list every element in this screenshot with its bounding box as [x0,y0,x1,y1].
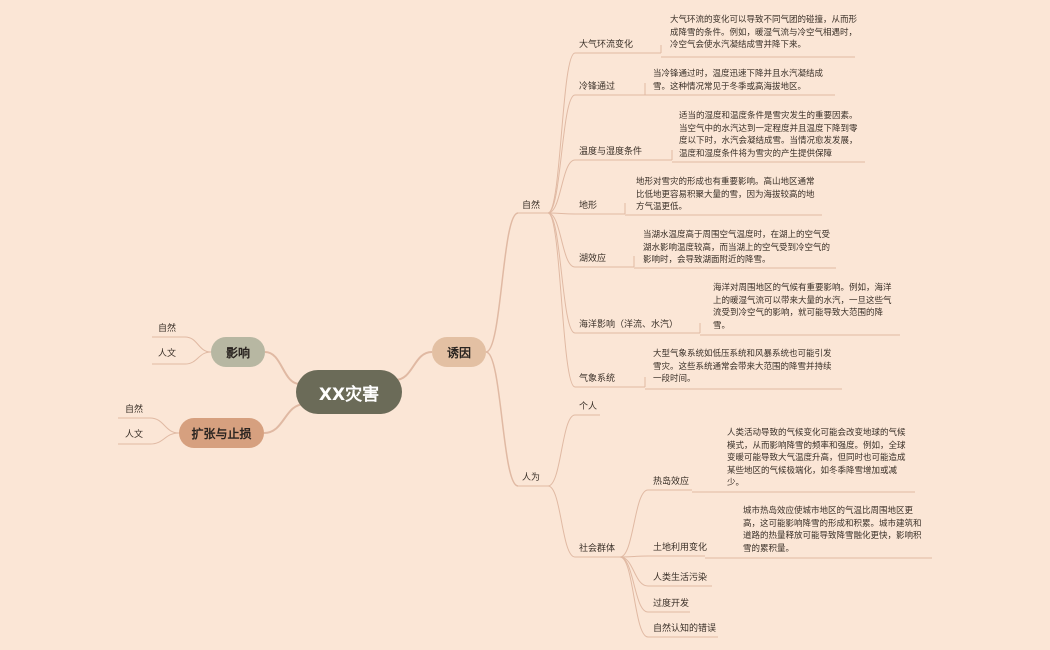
nature-desc-temperature-humidity: 适当的湿度和温度条件是雪灾发生的重要因素。当空气中的水汽达到一定程度并且温度下降… [679,111,858,159]
link-impact-nature [184,336,212,353]
link-human-individual [547,414,576,487]
link-nature-ocean-influence [547,212,576,334]
link-expand-nature [149,417,180,434]
nature-item-cold-front[interactable]: 冷锋通过 [579,82,616,92]
society-item-land-use[interactable]: 土地利用变化 [653,543,708,553]
nature-desc-terrain: 地形对雪灾的形成也有重要影响。高山地区通常比低地更容易积聚大量的雪，因为海拔较高… [636,177,815,213]
link-nature-temperature-humidity [547,159,576,214]
link-center-impact [264,351,301,385]
branch-impact[interactable]: 影响 [211,337,265,367]
link-cause-human [485,351,519,487]
cause-nature[interactable]: 自然 [522,201,541,211]
society-item-over-development[interactable]: 过度开发 [653,599,690,609]
link-human-society [547,485,576,558]
link-society-misconception [619,556,649,638]
link-society-land-use [619,555,649,558]
link-nature-weather-system [547,212,576,388]
link-expand-humanities [149,432,180,445]
human-society[interactable]: 社会群体 [579,544,616,554]
link-nature-atmospheric-circulation [547,52,576,214]
expand-child-nature[interactable]: 自然 [125,405,144,415]
nature-desc-cold-front: 当冷锋通过时，温度迅速下降并且水汽凝结成雪。这种情况常见于冬季或高海拔地区。 [653,69,824,92]
link-nature-terrain [547,212,576,215]
impact-child-nature[interactable]: 自然 [158,324,177,334]
nature-desc-lake-effect: 当湖水温度高于周围空气温度时，在湖上的空气受湖水影响温度较高，而当湖上的空气受到… [643,230,831,266]
impact-child-humanities[interactable]: 人文 [158,349,177,359]
nature-desc-ocean-influence: 海洋对周围地区的气候有重要影响。例如，海洋上的暖湿气流可以带来大量的水汽，一旦这… [713,283,892,331]
nature-item-lake-effect[interactable]: 湖效应 [579,254,607,264]
branch-expand-and-stop-loss[interactable]: 扩张与止损 [179,418,264,448]
branch-cause[interactable]: 诱因 [432,337,486,367]
expand-child-humanities[interactable]: 人文 [125,430,144,440]
cause-human[interactable]: 人为 [522,473,541,483]
nature-item-temperature-humidity[interactable]: 温度与湿度条件 [579,147,643,157]
society-item-pollution[interactable]: 人类生活污染 [653,573,708,583]
nature-item-ocean-influence[interactable]: 海洋影响（洋流、水汽） [579,320,679,330]
link-impact-humanities [184,351,212,365]
nature-desc-atmospheric-circulation: 大气环流的变化可以导致不同气团的碰撞，从而形成降雪的条件。例如，暖湿气流与冷空气… [670,15,858,51]
society-desc-land-use: 城市热岛效应使城市地区的气温比周围地区更高，这可能影响降雪的形成和积累。城市建筑… [743,506,922,554]
link-center-expand [263,403,306,434]
link-center-cause [394,351,433,381]
link-society-heat-island [619,489,649,558]
nature-item-weather-system[interactable]: 气象系统 [579,374,616,384]
link-nature-cold-front [547,94,576,214]
center-topic[interactable]: XX灾害 [296,370,402,414]
nature-item-terrain[interactable]: 地形 [579,201,598,211]
link-society-pollution [619,556,649,587]
human-individual[interactable]: 个人 [579,402,598,412]
link-nature-lake-effect [547,212,576,268]
link-cause-nature [485,212,519,353]
nature-desc-weather-system: 大型气象系统如低压系统和风暴系统也可能引发雪灾。这些系统通常会带来大范围的降雪并… [653,349,832,385]
society-item-heat-island[interactable]: 热岛效应 [653,477,690,487]
nature-item-atmospheric-circulation[interactable]: 大气环流变化 [579,40,634,50]
society-item-misconception[interactable]: 自然认知的错误 [653,624,717,634]
society-desc-heat-island: 人类活动导致的气候变化可能会改变地球的气候模式，从而影响降雪的频率和强度。例如，… [727,428,906,489]
